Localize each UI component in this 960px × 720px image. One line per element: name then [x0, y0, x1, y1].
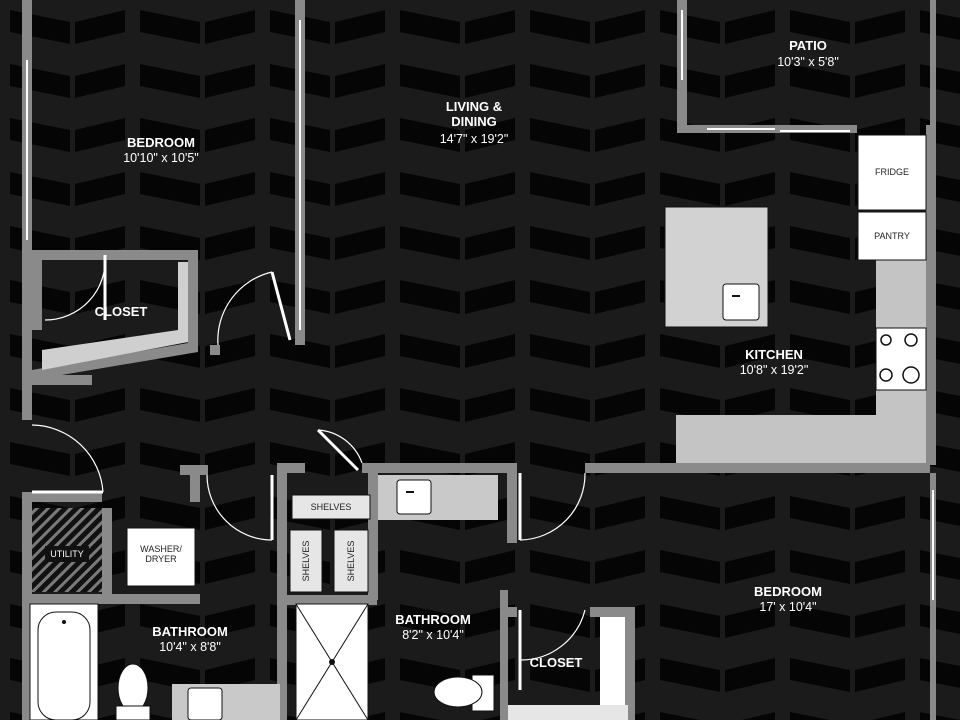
shelves-top-label: SHELVES	[311, 502, 352, 512]
shelves-left	[289, 529, 323, 593]
shelves-right-label: SHELVES	[346, 541, 356, 582]
vanity-1-sink	[187, 687, 223, 720]
kitchen-counters	[664, 134, 927, 463]
bedroom-2-name: BEDROOM	[754, 584, 822, 599]
bathroom-2-dims: 8'2" x 10'4"	[402, 628, 464, 642]
patio-dims: 10'3" x 5'8"	[777, 55, 839, 69]
doors	[31, 254, 586, 690]
vanity-2-sink	[396, 479, 432, 515]
kitchen-dims: 10'8" x 19'2"	[740, 363, 809, 377]
bathroom-1-dims: 10'4" x 8'8"	[159, 640, 221, 654]
living-dims: 14'7" x 19'2"	[440, 132, 509, 146]
closet-1-name: CLOSET	[95, 304, 148, 319]
living-name-line1: LIVING &	[446, 99, 502, 114]
shelves-right	[333, 529, 369, 593]
bathroom-2-name: BATHROOM	[395, 612, 471, 627]
washer-dryer-label-line2: DRYER	[145, 554, 177, 564]
pantry-label: PANTRY	[874, 231, 910, 241]
toilet-2	[433, 674, 495, 712]
bedroom-1-dims: 10'10" x 10'5"	[123, 151, 199, 165]
living-name-line2: DINING	[451, 114, 497, 129]
closet-1-shelf	[42, 262, 188, 370]
island-sink	[722, 283, 760, 321]
shelves-top	[291, 494, 371, 520]
shelves-left-label: SHELVES	[301, 541, 311, 582]
closet-2-name: CLOSET	[530, 655, 583, 670]
utility-label-box: UTILITY	[45, 546, 89, 562]
utility-label: UTILITY	[50, 549, 84, 559]
cooktop	[879, 333, 920, 384]
bathtub	[29, 603, 99, 720]
bedroom-1-name: BEDROOM	[127, 135, 195, 150]
closet-2-shelf	[600, 617, 625, 720]
shower	[295, 603, 369, 720]
fridge-label: FRIDGE	[875, 167, 909, 177]
bathroom-1-name: BATHROOM	[152, 624, 228, 639]
kitchen-name: KITCHEN	[745, 347, 803, 362]
patio-name: PATIO	[789, 38, 827, 53]
windows	[26, 10, 934, 600]
washer-dryer	[126, 527, 196, 587]
toilet-1	[115, 663, 151, 720]
vanity-2	[378, 475, 498, 520]
bedroom-2-dims: 17' x 10'4"	[759, 600, 816, 614]
washer-dryer-label-line1: WASHER/	[140, 544, 182, 554]
